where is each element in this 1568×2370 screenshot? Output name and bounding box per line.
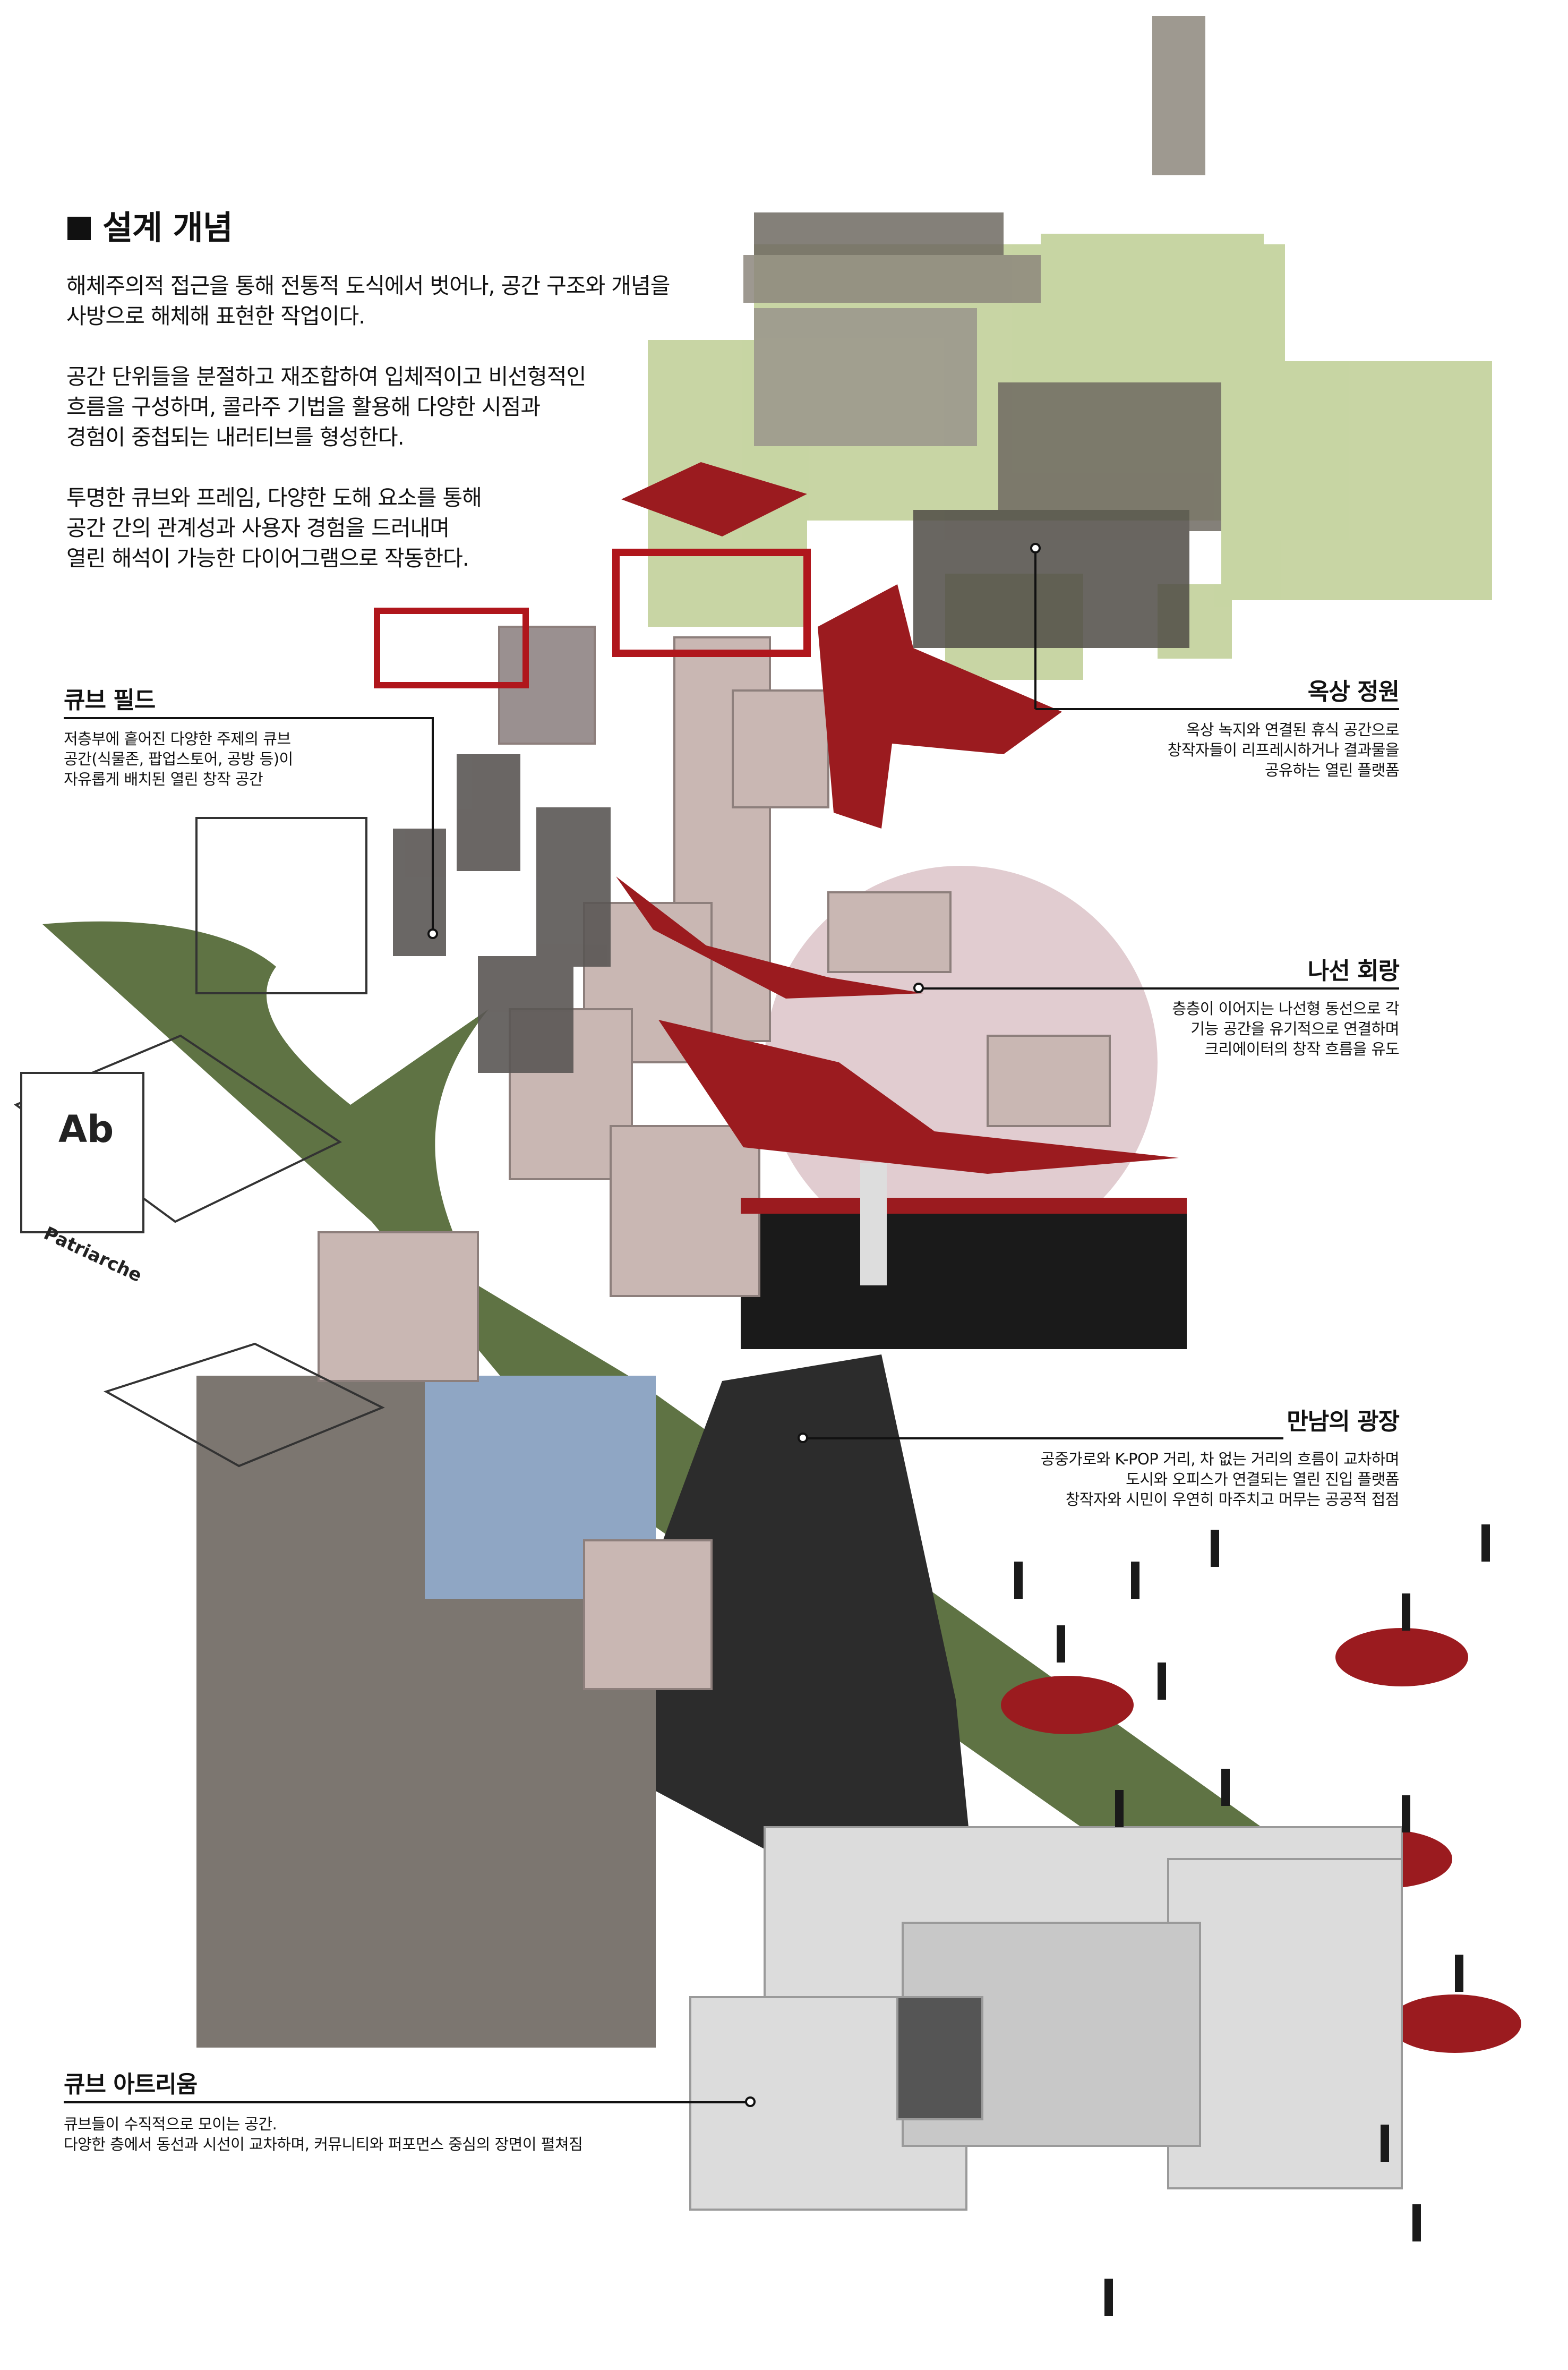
cube-atrium-desc: 큐브들이 수직적으로 모이는 공간. 다양한 층에서 동선과 시선이 교차하며,… <box>64 2114 583 2154</box>
leader-line <box>432 717 434 935</box>
intro-line: 사방으로 해체해 표현한 작업이다. <box>66 303 365 329</box>
rooftop-garden-desc: 옥상 녹지와 연결된 휴식 공간으로 창작자들이 리프레시하거나 결과물을 공유… <box>1167 720 1400 780</box>
rooftop-garden-title: 옥상 정원 <box>1307 678 1400 705</box>
desc-line: 옥상 녹지와 연결된 휴식 공간으로 <box>1186 721 1400 739</box>
people-silhouettes <box>860 1163 1490 2316</box>
intro-line: 공간 간의 관계성과 사용자 경험을 드러내며 <box>66 515 450 541</box>
leader-line <box>1034 548 1036 709</box>
leader-line <box>803 1437 1283 1439</box>
leader-line <box>64 717 434 719</box>
desc-line: 자유롭게 배치된 열린 창작 공간 <box>64 770 263 788</box>
leader-line <box>919 987 1399 990</box>
cube-field-desc: 저층부에 흩어진 다양한 주제의 큐브 공간(식물존, 팝업스토어, 공방 등)… <box>64 729 293 789</box>
cube-atrium-block <box>689 1826 1403 2211</box>
black-square-icon <box>67 217 91 240</box>
leader-dot <box>798 1433 808 1443</box>
walkway-photo <box>741 1206 1187 1349</box>
spiral-gallery-title: 나선 회랑 <box>1307 958 1400 985</box>
desc-line: 다양한 층에서 동선과 시선이 교차하며, 커뮤니티와 퍼포먼스 중심의 장면이… <box>64 2135 583 2153</box>
leader-dot <box>427 928 438 939</box>
leader-dot <box>913 983 924 993</box>
leader-line <box>1035 708 1399 710</box>
desc-line: 도시와 오피스가 연결되는 열린 진입 플랫폼 <box>1126 1470 1399 1488</box>
cube-atrium-title: 큐브 아트리움 <box>64 2071 198 2098</box>
intro-line: 투명한 큐브와 프레임, 다양한 도해 요소를 통해 <box>66 485 482 510</box>
intro-line: 해체주의적 접근을 통해 전통적 도식에서 벗어나, 공간 구조와 개념을 <box>66 273 670 299</box>
desc-line: 기능 공간을 유기적으로 연결하며 <box>1190 1020 1399 1038</box>
desc-line: 저층부에 흩어진 다양한 주제의 큐브 <box>64 730 291 748</box>
intro-line: 경험이 중첩되는 내러티브를 형성한다. <box>66 424 405 450</box>
desc-line: 공유하는 열린 플랫폼 <box>1264 761 1400 779</box>
desc-line: 공중가로와 K-POP 거리, 차 없는 거리의 흐름이 교차하며 <box>1040 1450 1400 1468</box>
illustration-sign-text: Ab <box>58 1107 114 1151</box>
road-photo <box>584 1354 982 1965</box>
cube-field-sketch <box>13 817 385 1468</box>
red-spiral-ramps <box>374 462 1187 1214</box>
leader-dot <box>1030 543 1041 553</box>
meeting-plaza-title: 만남의 광장 <box>1287 1408 1400 1435</box>
leader-line <box>64 2101 751 2103</box>
tower-cubes <box>318 626 1111 1690</box>
spiral-gallery-desc: 층층이 이어지는 나선형 동선으로 각 기능 공간을 유기적으로 연결하며 크리… <box>1172 999 1399 1059</box>
meeting-plaza-desc: 공중가로와 K-POP 거리, 차 없는 거리의 흐름이 교차하며 도시와 오피… <box>1040 1449 1400 1510</box>
leader-dot <box>745 2096 756 2107</box>
desc-line: 큐브들이 수직적으로 모이는 공간. <box>64 2115 277 2133</box>
cube-field-title: 큐브 필드 <box>64 687 156 714</box>
intro-line: 공간 단위들을 분절하고 재조합하여 입체적이고 비선형적인 <box>66 364 586 389</box>
desc-line: 크리에이터의 창작 흐름을 유도 <box>1204 1040 1400 1058</box>
intro-line: 열린 해석이 가능한 다이어그램으로 작동한다. <box>66 545 469 571</box>
desc-line: 창작자와 시민이 우연히 마주치고 머무는 공공적 접점 <box>1065 1490 1400 1508</box>
desc-line: 층층이 이어지는 나선형 동선으로 각 <box>1172 1000 1399 1018</box>
desc-line: 공간(식물존, 팝업스토어, 공방 등)이 <box>64 750 293 768</box>
page-title: 설계 개념 <box>67 201 233 249</box>
desc-line: 창작자들이 리프레시하거나 결과물을 <box>1167 741 1400 759</box>
rock-photo-collage <box>743 16 1221 648</box>
intro-line: 흐름을 구성하며, 콜라주 기법을 활용해 다양한 시점과 <box>66 394 541 420</box>
page-title-text: 설계 개념 <box>102 208 233 247</box>
